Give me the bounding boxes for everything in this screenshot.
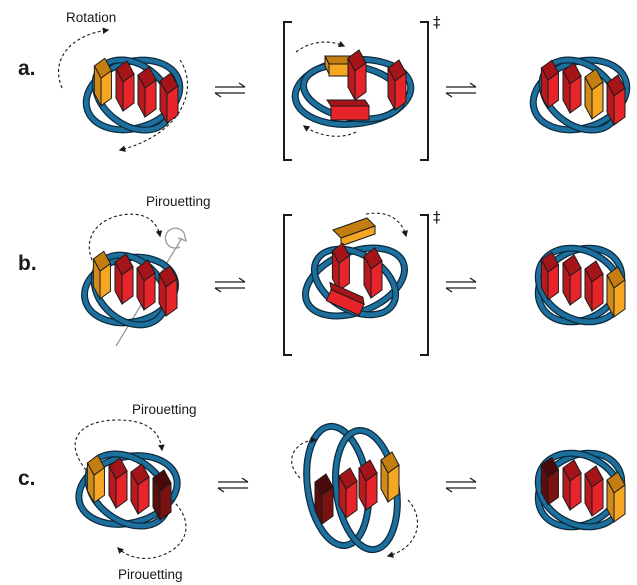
red-unit: [584, 465, 604, 517]
transition-state-bracket-icon: [283, 21, 292, 161]
rotaxane-c-initial: [75, 450, 181, 530]
dark-red-unit: [152, 469, 172, 521]
pirouette-arrow-icon: [291, 436, 318, 479]
red-unit: [115, 60, 135, 112]
red-unit: [331, 242, 350, 292]
red-unit: [358, 459, 378, 511]
red-unit: [540, 251, 559, 301]
transition-state-bracket-icon: [283, 214, 292, 356]
pirouetting-annotation-top: Pirouetting: [132, 402, 197, 417]
rotaxane-a-initial: [77, 46, 189, 145]
red-unit: [108, 457, 128, 509]
equilibrium-arrow-icon: [214, 277, 246, 293]
red-unit: [159, 72, 179, 124]
rotaxane-b-final: [534, 244, 626, 326]
red-unit: [137, 66, 157, 118]
rotaxane-a-transition: [291, 49, 415, 128]
row-label-a: a.: [18, 57, 36, 80]
pirouette-arrow-icon: [386, 499, 418, 558]
orange-unit: [86, 454, 105, 504]
red-unit: [136, 259, 156, 311]
red-unit: [338, 467, 358, 519]
red-unit: [363, 247, 383, 299]
orange-unit: [332, 217, 376, 247]
orange-unit: [93, 57, 112, 107]
red-unit: [326, 99, 370, 121]
pirouetting-annotation: Pirouetting: [146, 194, 211, 209]
pirouette-arrow-icon: [117, 499, 187, 559]
orange-unit: [92, 250, 111, 300]
orange-unit: [606, 471, 626, 523]
red-unit: [562, 62, 582, 114]
red-unit: [540, 59, 559, 109]
rotaxane-c-intermediate: [303, 422, 401, 554]
row-b: b. Pirouetting ‡: [18, 194, 626, 356]
dagger-mark: ‡: [433, 13, 441, 31]
pirouette-arrow-icon: [365, 212, 408, 238]
row-label-b: b.: [18, 252, 37, 275]
dark-red-unit: [540, 456, 559, 506]
red-unit: [584, 260, 604, 312]
rotation-annotation: Rotation: [66, 10, 116, 25]
rotaxane-b-initial: [81, 250, 179, 329]
dark-red-unit: [314, 473, 334, 525]
rotaxane-c-final: [534, 449, 626, 531]
red-unit: [158, 265, 178, 317]
red-unit: [130, 463, 150, 515]
red-unit: [606, 74, 626, 126]
rotation-arrow-icon: [302, 125, 357, 137]
rotation-arrow-icon: [295, 40, 346, 53]
orange-unit: [606, 266, 626, 318]
dagger-mark: ‡: [433, 208, 441, 226]
rotation-arrow-icon: [118, 59, 189, 152]
equilibrium-arrow-icon: [445, 477, 477, 493]
orange-unit: [380, 451, 400, 503]
equilibrium-arrow-icon: [217, 477, 249, 493]
pirouetting-annotation-bottom: Pirouetting: [118, 567, 183, 582]
rotaxane-b-transition: [301, 217, 409, 320]
equilibrium-arrow-icon: [214, 82, 246, 98]
red-unit: [562, 254, 582, 306]
red-unit: [325, 281, 365, 316]
rotation-arrow-icon: [57, 27, 110, 89]
pirouette-arrow-icon: [88, 213, 163, 261]
pirouette-rotation-icon: [164, 227, 187, 249]
red-unit: [387, 59, 407, 111]
red-unit: [114, 253, 134, 305]
transition-state-bracket-icon: [420, 214, 429, 356]
equilibrium-arrow-icon: [445, 82, 477, 98]
row-label-c: c.: [18, 467, 36, 490]
row-c: c. Pirouetting Pirouetting: [18, 402, 626, 582]
pirouette-arrow-icon: [74, 419, 165, 471]
red-unit: [347, 49, 367, 101]
equilibrium-arrow-icon: [445, 277, 477, 293]
row-a: a. Rotation ‡: [18, 10, 636, 161]
red-unit: [562, 459, 582, 511]
transition-state-bracket-icon: [420, 21, 429, 161]
orange-unit: [584, 68, 604, 120]
rotaxane-a-final: [524, 46, 636, 145]
